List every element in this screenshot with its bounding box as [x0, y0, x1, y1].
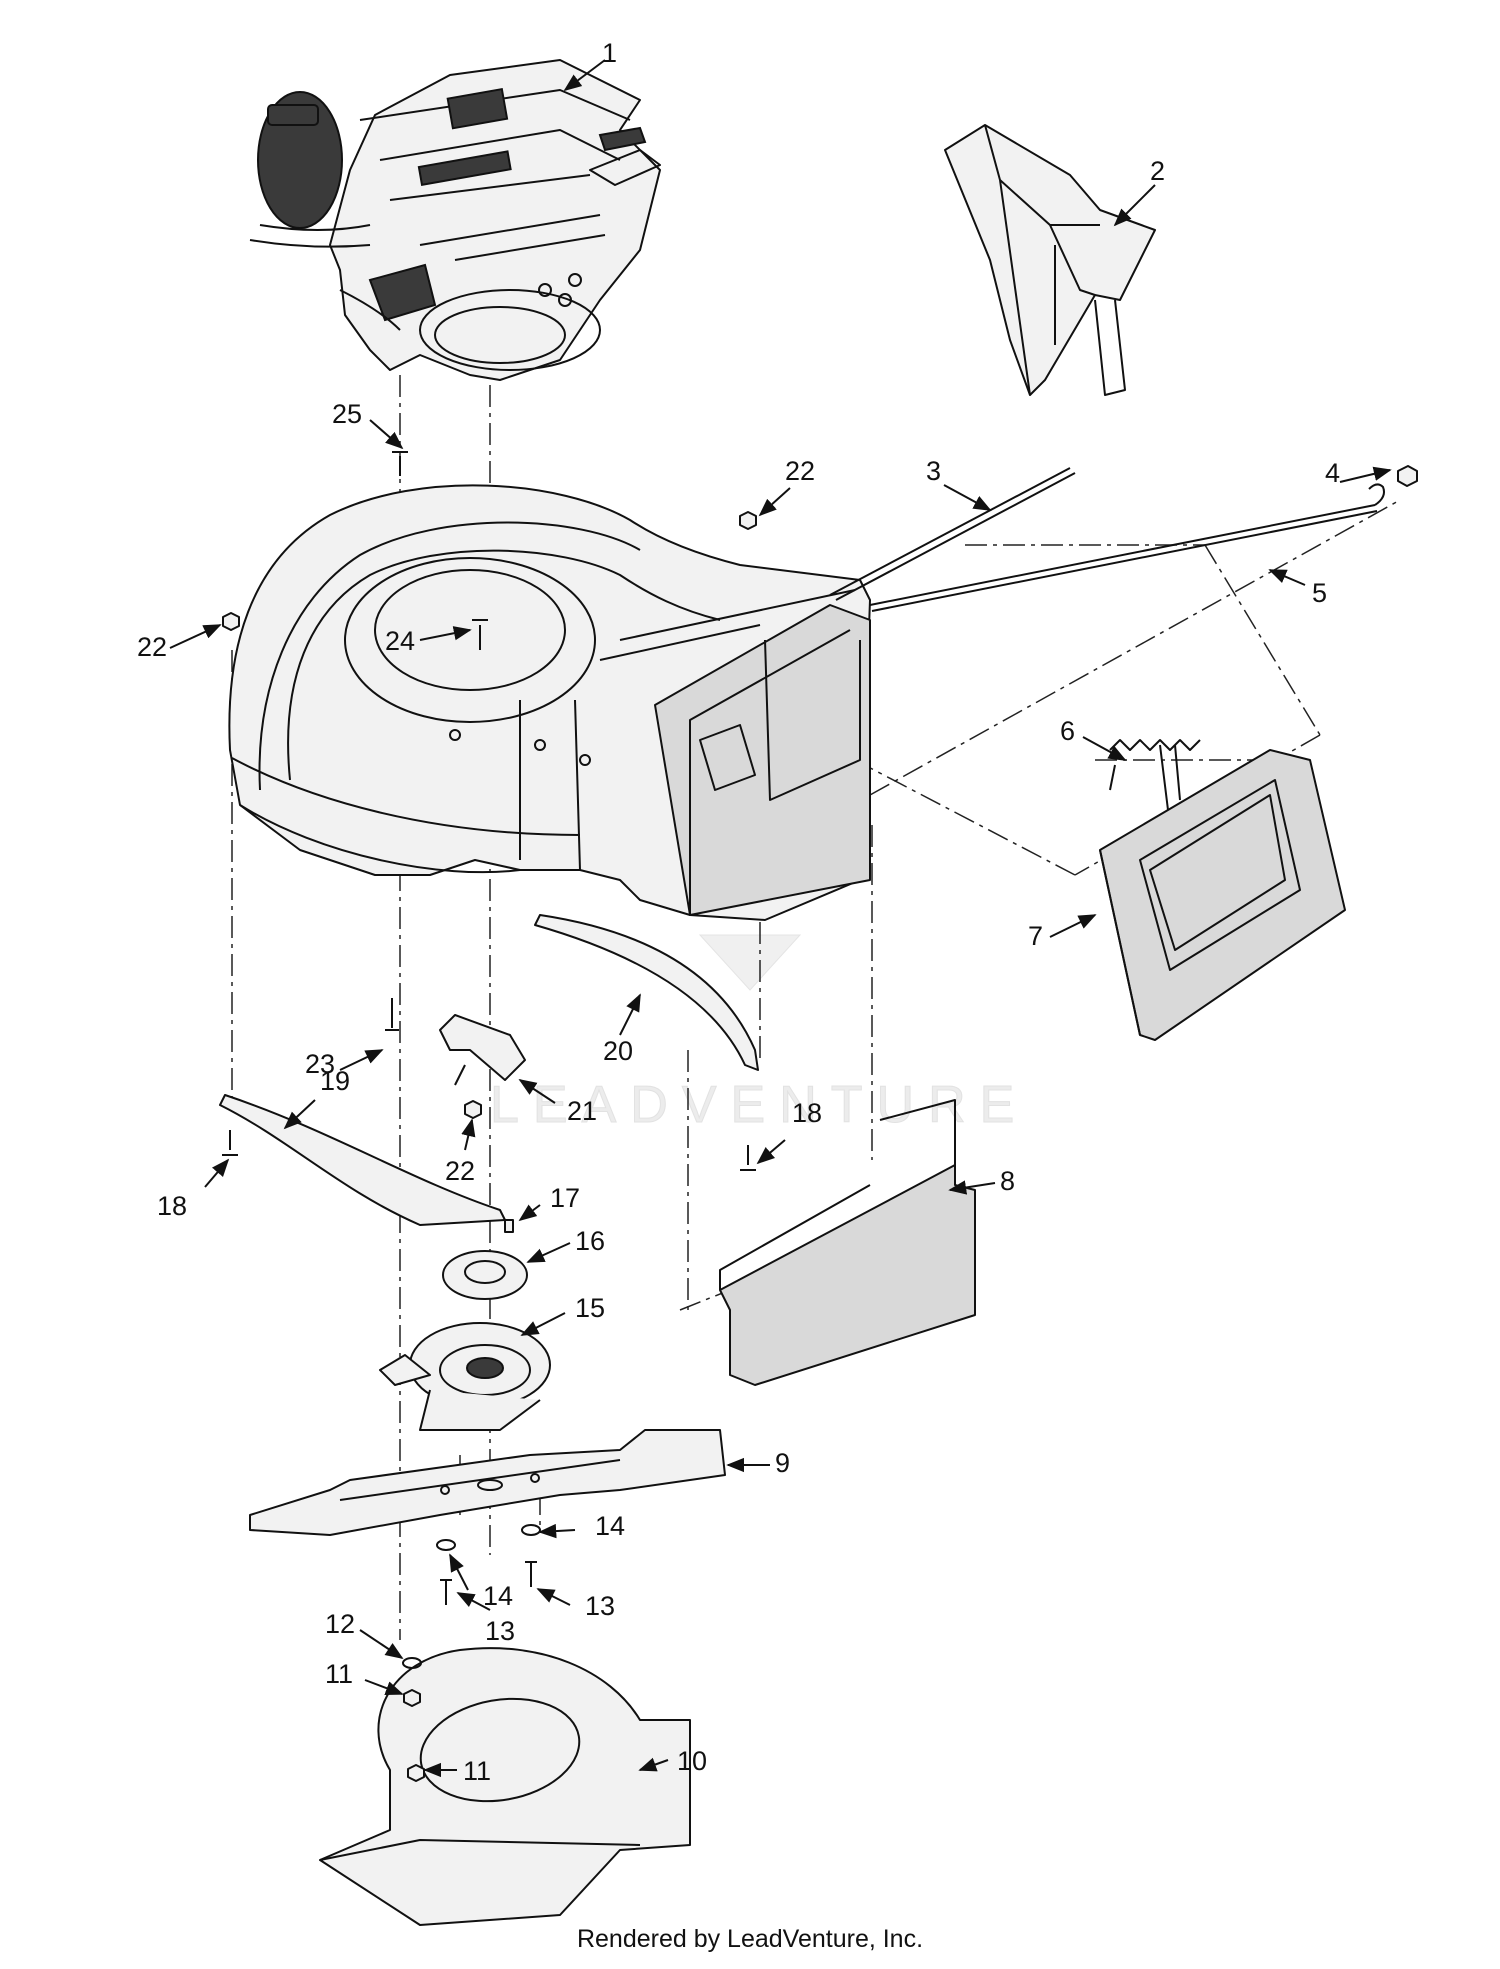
- rod: [829, 467, 1076, 601]
- spring: [1109, 739, 1201, 811]
- callout-8: 8: [1000, 1166, 1015, 1196]
- callout-9: 9: [775, 1448, 790, 1478]
- callout-20: 20: [603, 1036, 633, 1066]
- callout-21: 21: [567, 1096, 597, 1126]
- callout-24: 24: [385, 626, 415, 656]
- callout-1: 1: [602, 38, 617, 68]
- bearing: [442, 1250, 528, 1300]
- callout-15: 15: [575, 1293, 605, 1323]
- key: [504, 1219, 514, 1233]
- callout-5: 5: [1312, 578, 1327, 608]
- callout-11b: 11: [463, 1756, 491, 1786]
- callout-2: 2: [1150, 156, 1165, 186]
- hinge-rod: [869, 483, 1385, 612]
- blade: [249, 1429, 726, 1536]
- discharge-chute: [944, 124, 1156, 396]
- clutch: [379, 1322, 551, 1431]
- baffle-plate: [719, 1099, 976, 1386]
- callout-22a: 22: [137, 632, 167, 662]
- callout-12: 12: [325, 1609, 355, 1639]
- mower-deck: [228, 484, 871, 921]
- callout-6: 6: [1060, 716, 1075, 746]
- callout-14a: 14: [483, 1581, 513, 1611]
- callouts: 1 2 3 4 5 6 7 8 9 10 11 11 12 13 13 14 1…: [137, 38, 1340, 1786]
- watermark: LEADVENTURE: [490, 758, 1028, 1135]
- leader-lines: [169, 59, 1392, 1778]
- callout-7: 7: [1028, 921, 1043, 951]
- callout-14b: 14: [595, 1511, 625, 1541]
- callout-13b: 13: [585, 1591, 615, 1621]
- engine: [249, 59, 661, 381]
- callout-18a: 18: [157, 1191, 187, 1221]
- brace-right: [534, 914, 759, 1071]
- watermark-text: LEADVENTURE: [490, 1076, 1028, 1134]
- callout-25: 25: [332, 399, 362, 429]
- bracket: [439, 1014, 526, 1086]
- callout-10: 10: [677, 1746, 707, 1776]
- fasteners: [222, 451, 757, 1782]
- deflector-plate: [319, 1647, 691, 1926]
- callout-4: 4: [1325, 458, 1340, 488]
- callout-18b: 18: [792, 1098, 822, 1128]
- credit-line: Rendered by LeadVenture, Inc.: [576, 1925, 924, 1953]
- callout-11a: 11: [325, 1659, 353, 1689]
- callout-16: 16: [575, 1226, 605, 1256]
- callout-19: 19: [320, 1066, 350, 1096]
- nut: [1397, 465, 1418, 487]
- callout-22b: 22: [785, 456, 815, 486]
- callout-22c: 22: [445, 1156, 475, 1186]
- callout-23: 23: [305, 1049, 335, 1079]
- callout-13a: 13: [485, 1616, 515, 1646]
- callout-17: 17: [550, 1183, 580, 1213]
- discharge-door: [1099, 749, 1346, 1041]
- callout-3: 3: [926, 456, 941, 486]
